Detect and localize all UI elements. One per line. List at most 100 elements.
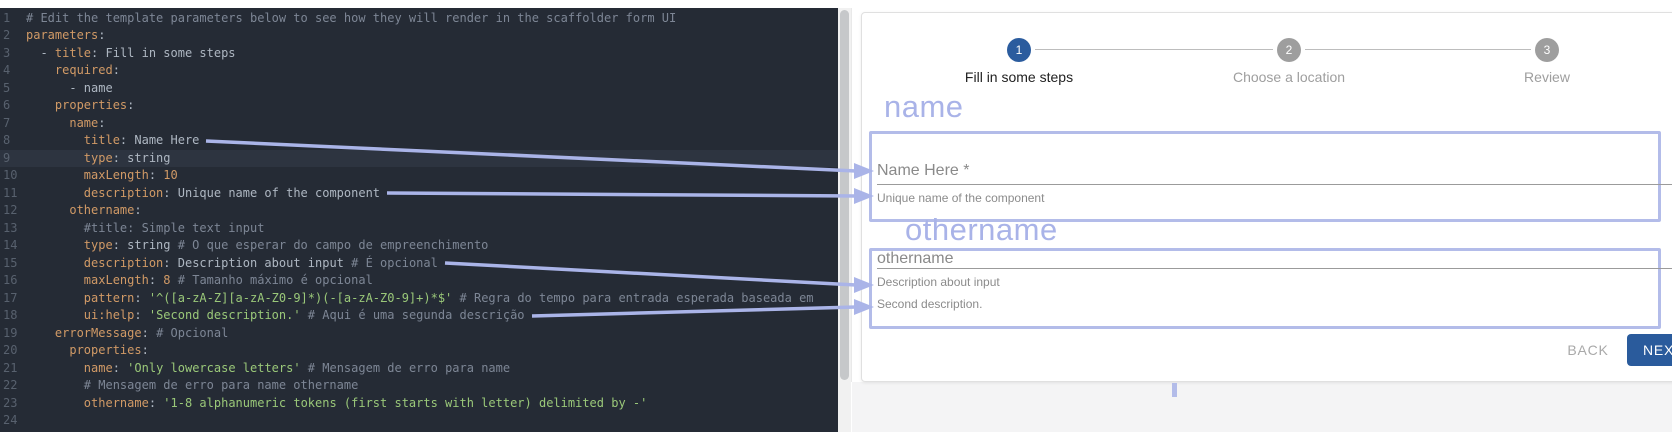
code-token: 10 (163, 168, 177, 182)
code-token: string (120, 151, 171, 165)
step-circle-1[interactable]: 1 (1007, 38, 1031, 62)
code-token: name (69, 116, 98, 130)
annotation-label-othername: othername (905, 212, 1058, 248)
line-number: 7 (0, 115, 26, 133)
code-token: # É opcional (351, 256, 438, 270)
othername-helper-text-2: Second description. (877, 297, 982, 311)
name-field-input[interactable] (877, 184, 1672, 185)
code-token: # Tamanho máximo é opcional (178, 273, 373, 287)
code-token: #title: Simple text input (84, 221, 265, 235)
editor-line[interactable]: 17 pattern: '^([a-zA-Z][a-zA-Z0-9]*)(-[a… (0, 290, 838, 308)
code-token: title (55, 46, 91, 60)
line-number: 24 (0, 412, 26, 430)
code-token: pattern (84, 291, 135, 305)
code-token (26, 238, 84, 252)
code-token: # Opcional (156, 326, 228, 340)
code-token: Name Here (127, 133, 199, 147)
editor-line[interactable]: 19 errorMessage: # Opcional (0, 325, 838, 343)
line-number: 3 (0, 45, 26, 63)
code-token: : (134, 308, 141, 322)
code-token (142, 291, 149, 305)
editor-line[interactable]: 3 - title: Fill in some steps (0, 45, 838, 63)
step-circle-3[interactable]: 3 (1535, 38, 1559, 62)
code-token (26, 133, 84, 147)
code-token (26, 151, 84, 165)
line-number: 9 (0, 150, 26, 168)
code-token: maxLength (84, 168, 149, 182)
editor-line[interactable]: 7 name: (0, 115, 838, 133)
step-circle-2[interactable]: 2 (1277, 38, 1301, 62)
code-token: properties (69, 343, 141, 357)
code-token: # Regra do tempo para entrada esperada b… (460, 291, 814, 305)
code-token: : (149, 273, 156, 287)
editor-line[interactable]: 9 type: string (0, 150, 838, 168)
code-token: required (55, 63, 113, 77)
code-token: : (127, 98, 134, 112)
code-token: # Mensagem de erro para name (308, 361, 510, 375)
code-token: 8 (163, 273, 170, 287)
editor-line[interactable]: 1# Edit the template parameters below to… (0, 10, 838, 28)
code-token: : (142, 326, 149, 340)
line-number: 21 (0, 360, 26, 378)
code-token (171, 273, 178, 287)
code-token: : (142, 343, 149, 357)
editor-line[interactable]: 18 ui:help: 'Second description.' # Aqui… (0, 307, 838, 325)
code-token: parameters (26, 28, 98, 42)
code-token: string (120, 238, 178, 252)
line-number: 12 (0, 202, 26, 220)
code-token (26, 396, 84, 410)
othername-field-input[interactable] (877, 268, 1672, 269)
editor-line[interactable]: 14 type: string # O que esperar do campo… (0, 237, 838, 255)
code-token: Description about input (171, 256, 352, 270)
step-label-3: Review (1524, 69, 1570, 85)
editor-line[interactable]: 4 required: (0, 62, 838, 80)
page-background (852, 382, 1672, 432)
name-field-label: Name Here * (877, 162, 969, 180)
editor-line[interactable]: 13 #title: Simple text input (0, 220, 838, 238)
code-token (26, 291, 84, 305)
line-number: 19 (0, 325, 26, 343)
line-number: 2 (0, 27, 26, 45)
line-number: 15 (0, 255, 26, 273)
line-number: 6 (0, 97, 26, 115)
editor-line[interactable]: 5 - name (0, 80, 838, 98)
editor-line[interactable]: 23 othername: '1-8 alphanumeric tokens (… (0, 395, 838, 413)
editor-line[interactable]: 6 properties: (0, 97, 838, 115)
code-token: # Aqui é uma segunda descrição (308, 308, 525, 322)
editor-line[interactable]: 21 name: 'Only lowercase letters' # Mens… (0, 360, 838, 378)
code-token: errorMessage (55, 326, 142, 340)
annotation-label-name: name (884, 89, 964, 125)
editor-line[interactable]: 11 description: Unique name of the compo… (0, 185, 838, 203)
code-token: : (163, 186, 170, 200)
editor-scrollbar[interactable] (838, 8, 851, 432)
code-token (301, 308, 308, 322)
code-token (26, 63, 55, 77)
scrollbar-thumb[interactable] (840, 10, 849, 380)
editor-line[interactable]: 20 properties: (0, 342, 838, 360)
editor-line[interactable]: 22 # Mensagem de erro para name othernam… (0, 377, 838, 395)
code-token (26, 256, 84, 270)
editor-line[interactable]: 8 title: Name Here (0, 132, 838, 150)
editor-line[interactable]: 12 othername: (0, 202, 838, 220)
line-number: 4 (0, 62, 26, 80)
code-token: type (84, 151, 113, 165)
editor-line[interactable]: 16 maxLength: 8 # Tamanho máximo é opcio… (0, 272, 838, 290)
code-token: othername (69, 203, 134, 217)
editor-line[interactable]: 10 maxLength: 10 (0, 167, 838, 185)
code-token (452, 291, 459, 305)
yaml-editor[interactable]: 1# Edit the template parameters below to… (0, 8, 838, 432)
editor-line[interactable]: 15 description: Description about input … (0, 255, 838, 273)
editor-lines[interactable]: 1# Edit the template parameters below to… (0, 10, 838, 430)
editor-line[interactable]: 24 (0, 412, 838, 430)
code-token (26, 221, 84, 235)
code-token (26, 378, 84, 392)
editor-line[interactable]: 2parameters: (0, 27, 838, 45)
line-number: 5 (0, 80, 26, 98)
othername-helper-text-1: Description about input (877, 275, 1000, 289)
othername-field-label: othername (877, 250, 954, 268)
code-token: : (113, 151, 120, 165)
next-button[interactable]: NEXT (1627, 334, 1672, 366)
code-token: '^([a-zA-Z][a-zA-Z0-9]*)(-[a-zA-Z0-9]+)*… (149, 291, 452, 305)
back-button[interactable]: BACK (1560, 337, 1616, 361)
line-number: 14 (0, 237, 26, 255)
